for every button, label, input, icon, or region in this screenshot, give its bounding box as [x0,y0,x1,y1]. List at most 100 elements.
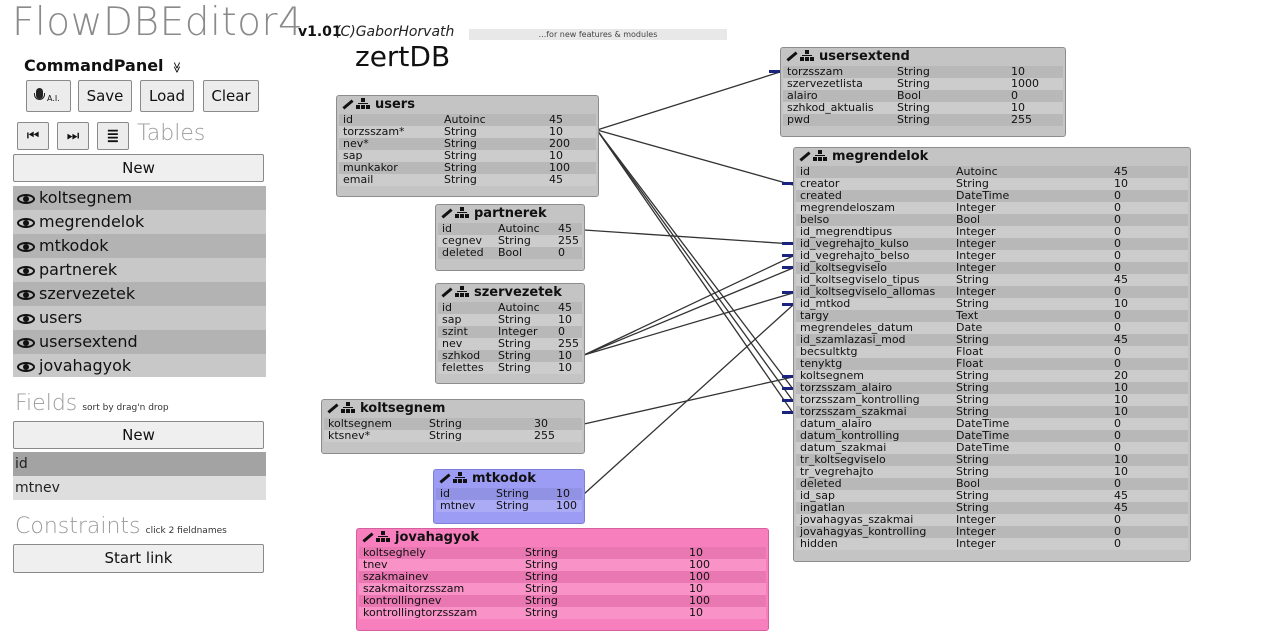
edit-pencil-icon[interactable] [438,473,452,483]
new-table-button[interactable]: New [13,154,264,182]
field-list-item[interactable]: mtnev [13,476,266,500]
first-table-button[interactable]: ⏮ [17,122,49,150]
clear-button[interactable]: Clear [203,80,259,112]
edit-pencil-icon[interactable] [798,151,812,161]
hierarchy-icon[interactable] [799,50,815,62]
edit-pencil-icon[interactable] [440,208,454,218]
command-panel-title[interactable]: CommandPanel ≫ [24,56,183,75]
table-header[interactable]: megrendelok [794,148,1190,166]
table-header[interactable]: koltsegnem [322,400,584,418]
table-list-item[interactable]: koltsegnem [13,186,266,210]
eye-icon[interactable] [17,362,35,372]
table-list-item[interactable]: mtkodok [13,234,266,258]
hierarchy-icon[interactable] [355,98,371,110]
hierarchy-icon[interactable] [454,207,470,219]
hierarchy-icon[interactable] [375,531,391,543]
start-link-button[interactable]: Start link [13,544,264,573]
table-list-item[interactable]: szervezetek [13,282,266,306]
eye-icon[interactable] [17,338,35,348]
table-list-item[interactable]: jovahagyok [13,354,266,377]
field-list-item[interactable]: id [13,452,266,476]
edit-pencil-icon[interactable] [361,532,375,542]
hierarchy-icon[interactable] [452,472,468,484]
edit-pencil-icon[interactable] [440,287,454,297]
eye-icon[interactable] [17,314,35,324]
table-list-item[interactable]: users [13,306,266,330]
load-button[interactable]: Load [140,80,194,112]
eye-icon[interactable] [17,266,35,276]
edit-pencil-icon[interactable] [341,99,355,109]
table-header[interactable]: partnerek [436,205,584,223]
eye-icon[interactable] [17,290,35,300]
table-list-item[interactable]: usersextend [13,330,266,354]
sort-tables-button[interactable]: ≣ [97,122,129,150]
table-list-item[interactable]: partnerek [13,258,266,282]
table-header[interactable]: users [337,96,598,114]
hierarchy-icon[interactable] [812,150,828,162]
edit-pencil-icon[interactable] [326,403,340,413]
eye-icon[interactable] [17,242,35,252]
hierarchy-icon[interactable] [340,402,356,414]
table-header[interactable]: mtkodok [434,470,584,488]
table-list-item[interactable]: megrendelok [13,210,266,234]
